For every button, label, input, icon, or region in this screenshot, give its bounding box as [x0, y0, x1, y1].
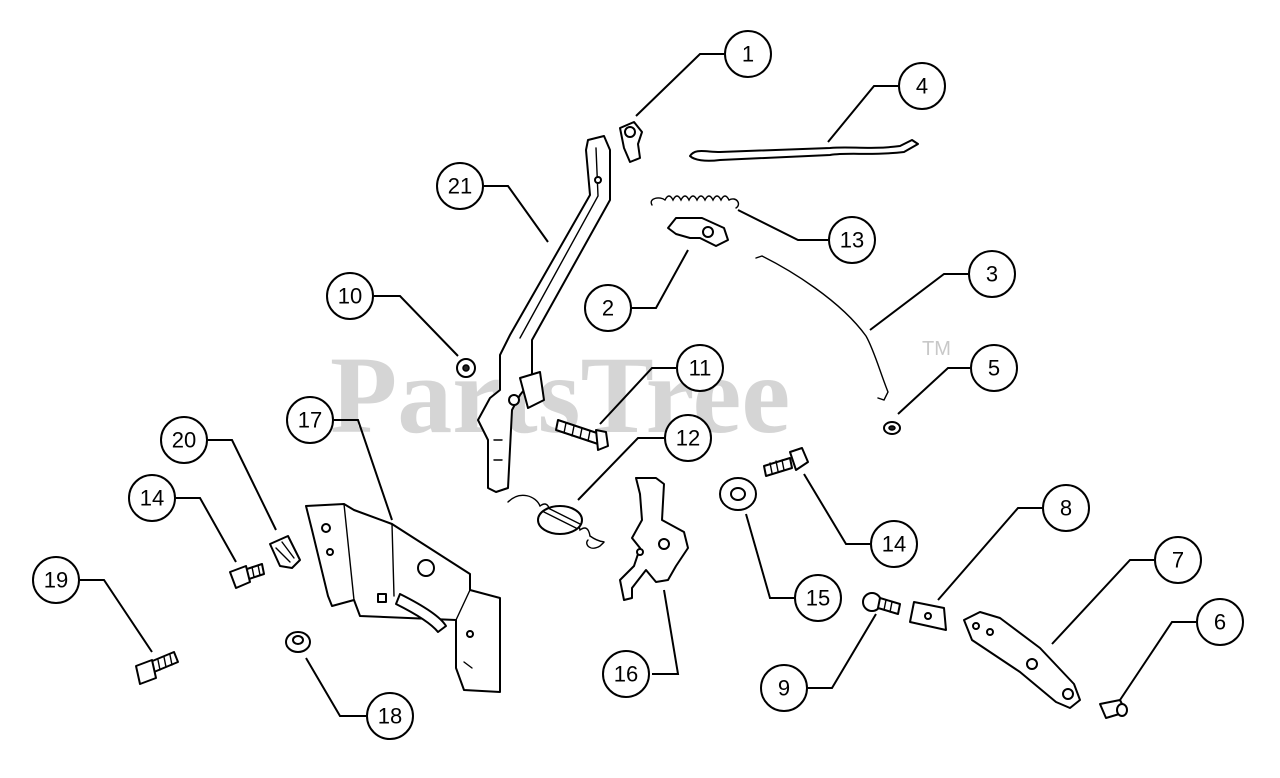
part-spring-upper: [650, 195, 740, 209]
callout-21: 21: [436, 162, 484, 210]
callout-9: 9: [760, 664, 808, 712]
leader-15: [745, 513, 794, 599]
leader-4: [827, 85, 898, 143]
callout-13-label: 13: [840, 228, 864, 253]
callout-19: 19: [32, 556, 80, 604]
callout-21-label: 21: [448, 174, 472, 199]
leader-10: [374, 295, 459, 357]
leader-1: [635, 53, 724, 117]
part-arm: [963, 611, 1081, 709]
callout-7-label: 7: [1172, 548, 1184, 573]
watermark-text: PartsTree: [330, 334, 790, 456]
leader-20: [208, 439, 277, 531]
callout-8: 8: [1042, 484, 1090, 532]
part-lever: [477, 135, 611, 493]
part-bolt-11: [555, 419, 609, 451]
callout-11: 11: [676, 344, 724, 392]
leader-5: [897, 367, 970, 415]
part-bolt-14-left: [229, 563, 265, 589]
callout-11-label: 11: [689, 356, 712, 381]
callout-14-right-label: 14: [882, 532, 906, 557]
leader-12: [577, 437, 664, 501]
callout-2-label: 2: [602, 296, 614, 321]
part-clip: [619, 121, 643, 163]
part-rod-long: [755, 255, 889, 401]
part-nut-18: [285, 631, 311, 653]
part-clip-20: [269, 535, 301, 569]
callout-10-label: 10: [338, 284, 362, 309]
callout-4: 4: [898, 62, 946, 110]
leader-14-left: [176, 497, 237, 563]
leader-6: [1119, 621, 1196, 701]
leader-lines: [80, 53, 1196, 717]
callout-14-right: 14: [870, 520, 918, 568]
callout-3: 3: [968, 250, 1016, 298]
callout-15: 15: [794, 574, 842, 622]
callout-20-label: 20: [172, 428, 196, 453]
callout-14-left: 14: [128, 474, 176, 522]
callout-18-label: 18: [378, 704, 402, 729]
callout-16: 16: [602, 650, 650, 698]
leader-21: [484, 185, 549, 243]
callout-18: 18: [366, 692, 414, 740]
leader-2: [630, 249, 689, 309]
leader-3: [869, 273, 968, 331]
watermark-trademark: TM: [922, 338, 951, 360]
leader-8: [937, 507, 1042, 601]
callout-17: 17: [286, 396, 334, 444]
callout-17-label: 17: [298, 408, 322, 433]
leader-11: [599, 367, 676, 425]
callout-4-label: 4: [916, 74, 928, 99]
callout-13: 13: [828, 216, 876, 264]
leader-17: [334, 419, 393, 521]
callout-9-label: 9: [778, 676, 790, 701]
part-washer: [456, 358, 476, 378]
callout-8-label: 8: [1060, 496, 1072, 521]
part-bolt-19: [135, 651, 179, 685]
leader-16: [652, 589, 680, 675]
part-nut-small: [883, 421, 901, 435]
callout-16-label: 16: [614, 662, 638, 687]
part-bolt-9: [862, 592, 901, 615]
callout-15-label: 15: [806, 586, 830, 611]
leader-14-right: [803, 473, 870, 545]
part-bracket-16: [619, 477, 689, 601]
callout-5: 5: [970, 344, 1018, 392]
part-stud: [1099, 699, 1128, 719]
part-main-plate: [305, 503, 501, 693]
part-rod-upper: [689, 139, 919, 162]
callout-6: 6: [1196, 598, 1244, 646]
callout-12-label: 12: [676, 426, 700, 451]
part-bracket-small: [667, 217, 729, 247]
leader-19: [80, 579, 153, 653]
callout-10: 10: [326, 272, 374, 320]
leader-18: [305, 657, 366, 717]
leader-13: [737, 209, 828, 241]
callout-19-label: 19: [44, 568, 68, 593]
callout-1: 1: [724, 30, 772, 78]
callout-5-label: 5: [988, 356, 1000, 381]
part-spring-lower: [507, 494, 605, 549]
callout-20: 20: [160, 416, 208, 464]
callout-3-label: 3: [986, 262, 998, 287]
part-flat-washer: [719, 477, 757, 511]
part-bolt-14-right: [763, 447, 809, 477]
callout-12: 12: [664, 414, 712, 462]
callout-6-label: 6: [1214, 610, 1226, 635]
part-block: [909, 601, 947, 631]
leader-9: [808, 613, 877, 689]
callout-7: 7: [1154, 536, 1202, 584]
callout-1-label: 1: [742, 42, 754, 67]
leader-7: [1051, 559, 1154, 645]
callout-14-left-label: 14: [140, 486, 164, 511]
callout-2: 2: [584, 284, 632, 332]
